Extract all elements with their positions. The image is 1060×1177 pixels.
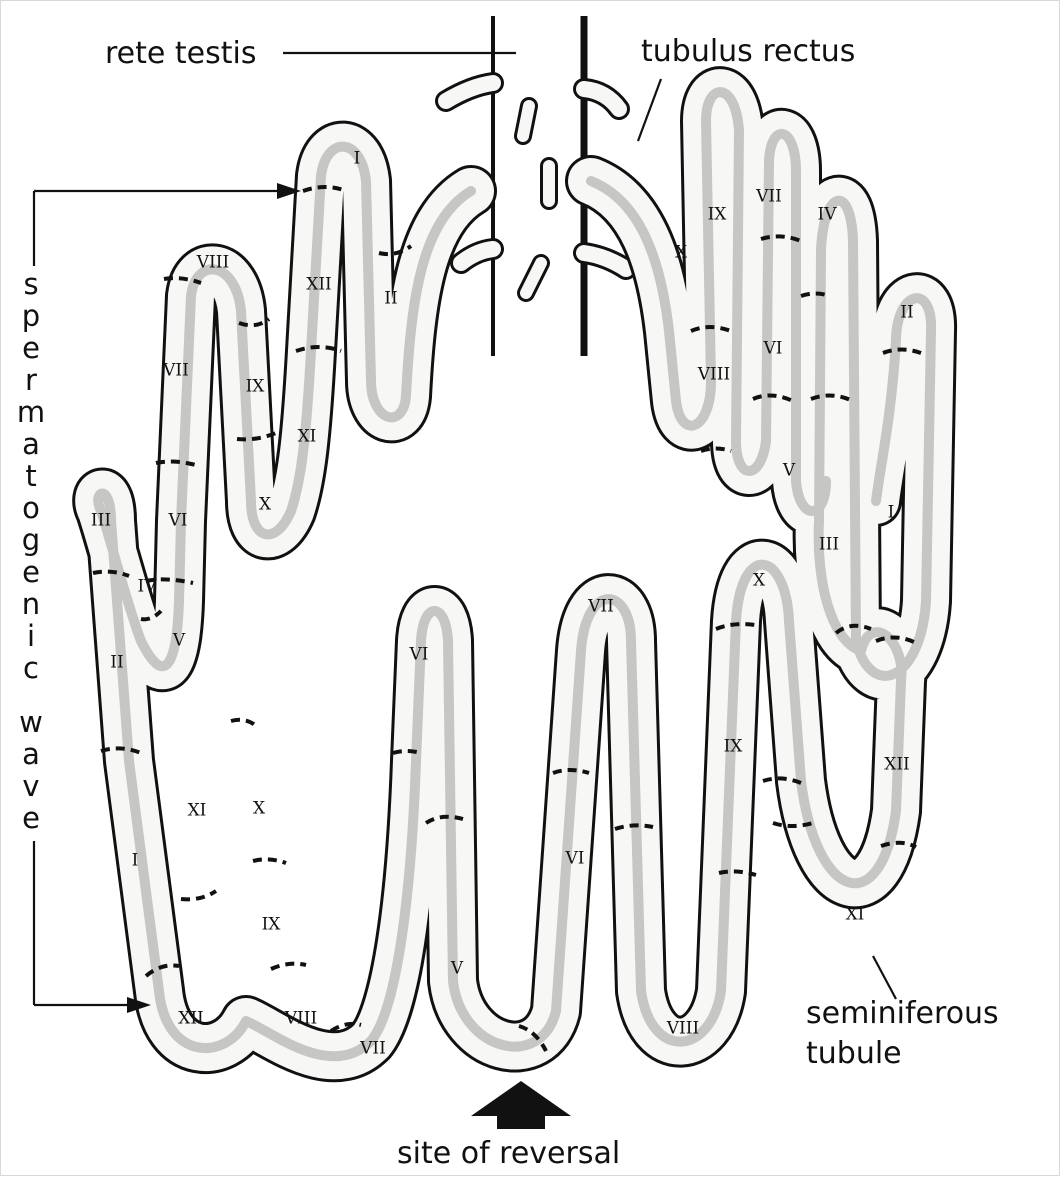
wave-letter: e [22, 801, 40, 835]
stage-label: VIII [666, 1019, 699, 1039]
seminiferous-tubule [72, 66, 957, 1083]
stage-label: VI [409, 645, 429, 665]
stage-label: II [384, 289, 397, 309]
stage-label: I [354, 149, 361, 169]
wave-letter: n [22, 587, 40, 621]
wave-letter: p [22, 299, 40, 333]
stage-label: IX [708, 205, 728, 225]
seminiferous-tubule-label-line2: tubule [806, 1036, 902, 1071]
stage-label: VII [162, 361, 189, 381]
wave-letter: v [22, 769, 39, 803]
wave-letter: e [22, 331, 40, 365]
stage-label: XII [178, 1009, 204, 1029]
stage-label: XI [188, 801, 207, 821]
wave-letter: o [22, 491, 40, 525]
stage-boundaries [92, 185, 922, 1052]
stage-label: XII [884, 755, 910, 775]
stage-label: III [91, 511, 111, 531]
wave-letter: e [22, 555, 40, 589]
stage-label: IX [262, 915, 282, 935]
stage-label: V [782, 461, 796, 481]
spermatogenic-wave-bracket [32, 183, 301, 1013]
wave-letter: s [23, 267, 38, 301]
stage-label: V [450, 959, 464, 979]
wave-letter: a [22, 737, 40, 771]
stage-numerals: I XII II VIII VII IX XI X VI III IV V II… [91, 149, 914, 1059]
wave-letter: r [25, 363, 37, 397]
site-of-reversal-label: site of reversal [397, 1136, 620, 1171]
stage-label: X [675, 243, 688, 263]
wave-letter: t [25, 459, 36, 493]
stage-label: I [888, 503, 895, 523]
stage-label: IV [818, 205, 838, 225]
wave-letter: g [22, 523, 40, 557]
stage-label: XI [846, 905, 865, 925]
tubulus-rectus-label: tubulus rectus [641, 34, 855, 69]
stage-label: IX [246, 377, 266, 397]
stage-label: IV [138, 577, 158, 597]
stage-label: X [253, 799, 266, 819]
reversal-arrow [471, 1081, 571, 1129]
stage-label: XII [306, 275, 332, 295]
rete-testis-label: rete testis [105, 36, 256, 71]
wave-letter: m [17, 395, 45, 429]
stage-label: VIII [284, 1009, 317, 1029]
stage-label: I [132, 851, 139, 871]
stage-label: VIII [196, 253, 229, 273]
stage-label: II [900, 303, 913, 323]
stage-label: III [819, 535, 839, 555]
stage-label: VI [565, 849, 585, 869]
leader-lines [283, 51, 897, 1000]
stage-label: VIII [697, 365, 730, 385]
stage-label: II [110, 653, 123, 673]
seminiferous-tubule-label-line1: seminiferous [806, 996, 999, 1031]
stage-label: V [172, 631, 186, 651]
stage-label: XI [298, 427, 317, 447]
stage-label: VII [359, 1039, 386, 1059]
stage-label: VII [755, 187, 782, 207]
stage-label: VII [587, 597, 614, 617]
stage-label: X [753, 571, 766, 591]
stage-label: VI [168, 511, 188, 531]
rete-testis-channel [435, 16, 637, 356]
wave-letter: i [27, 619, 35, 653]
stage-label: IX [724, 737, 744, 757]
wave-letter: a [22, 427, 40, 461]
stage-label: VI [763, 339, 783, 359]
wave-letter: w [19, 705, 43, 739]
stage-label: X [259, 495, 272, 515]
wave-letter: c [23, 651, 39, 685]
